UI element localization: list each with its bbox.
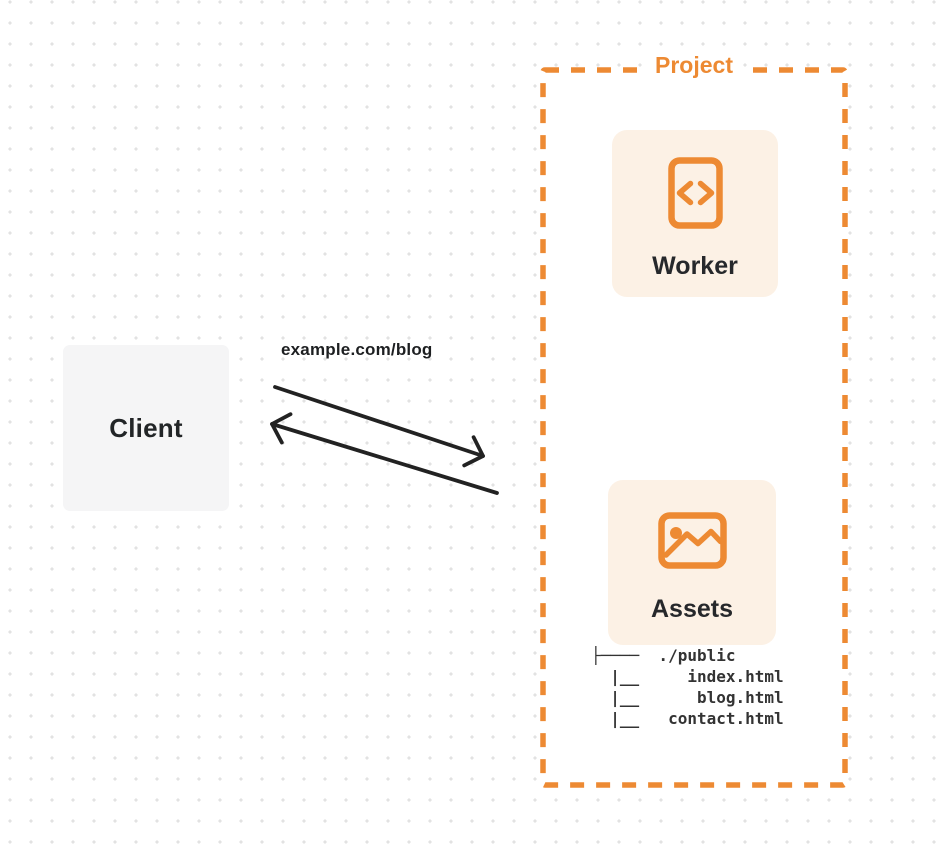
- arrowhead-right-icon: [462, 435, 485, 468]
- assets-file-tree: ├──── ./public |__ index.html |__ blog.h…: [591, 646, 784, 728]
- worker-node: Worker: [612, 130, 778, 297]
- response-arrow: [270, 412, 499, 495]
- client-label: Client: [109, 412, 183, 443]
- image-icon: [657, 512, 727, 569]
- request-response-arrows: [270, 385, 499, 495]
- request-url-label: example.com/blog: [281, 340, 433, 359]
- assets-label: Assets: [651, 595, 733, 623]
- client-node: Client: [63, 345, 229, 511]
- worker-label: Worker: [652, 252, 738, 280]
- project-label: Project: [646, 52, 742, 79]
- request-arrow: [273, 385, 485, 468]
- code-file-icon: [667, 157, 723, 229]
- assets-node: Assets: [608, 480, 776, 645]
- arrowhead-left-icon: [270, 412, 293, 445]
